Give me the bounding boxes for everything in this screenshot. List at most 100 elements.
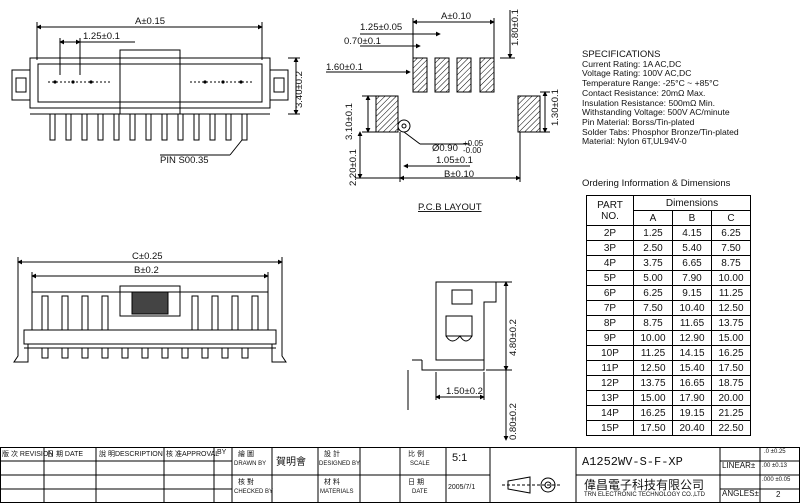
side-dim-080: 0.80±0.2 [508, 403, 519, 440]
front-dim-c: C±0.25 [132, 251, 163, 262]
dimension-cell: 10.00 [633, 330, 673, 346]
part-cell: 13P [586, 390, 634, 406]
dimension-cell: 6.25 [633, 285, 673, 301]
tb-company-cn: 偉昌電子科技有限公司 [584, 478, 705, 492]
pcb-dim-hole: Ø0.90 [432, 143, 458, 154]
dimension-cell: 12.50 [633, 360, 673, 376]
pcb-dim-b: B±0.10 [444, 169, 474, 180]
specifications-block: SPECIFICATIONS Current Rating: 1A AC,DC … [582, 50, 739, 147]
top-view [11, 22, 300, 156]
spec-line: Temperature Range: -25°C ~ +85°C [582, 78, 719, 89]
dimension-cell: 5.00 [633, 270, 673, 286]
side-dim-150: 1.50±0.2 [446, 386, 483, 397]
dimension-cell: 17.90 [672, 390, 712, 406]
tb-scale-cn: 比 例 [408, 451, 424, 458]
ordering-title: Ordering Information & Dimensions [582, 178, 731, 189]
tb-date-en: DATE [412, 489, 428, 495]
dimension-cell: 3.75 [633, 255, 673, 271]
dimension-cell: 13.75 [711, 315, 751, 331]
top-view-pins [49, 113, 248, 141]
dimension-cell: 14.15 [672, 345, 712, 361]
pcb-layout-title: P.C.B LAYOUT [418, 202, 482, 213]
top-dim-height: 3.40±0.2 [294, 71, 305, 108]
spec-line: Pin Material: Borss/Tin-plated [582, 116, 695, 127]
dimension-cell: 16.25 [633, 405, 673, 421]
tb-tol-angle: 2 [776, 490, 781, 499]
pin-label: PIN S00.35 [160, 155, 209, 166]
pcb-dim-310: 3.10±0.1 [344, 103, 355, 140]
dimension-cell: 17.50 [711, 360, 751, 376]
tb-scale-en: SCALE [410, 461, 430, 467]
tb-tol-1: .0 ±0.25 [764, 449, 786, 455]
pcb-dim-125: 1.25±0.05 [360, 22, 402, 33]
dimension-cell: 1.25 [633, 225, 673, 241]
tb-materials-en: MATERIALS [320, 489, 354, 495]
dimension-cell: 6.65 [672, 255, 712, 271]
spec-line: Contact Resistance: 20mΩ Max. [582, 87, 706, 98]
col-b: B [672, 210, 712, 226]
tb-designed-en: DESIGNED BY [319, 461, 361, 467]
dimension-cell: 8.75 [711, 255, 751, 271]
spec-line: Material: Nylon 6T,UL94V-0 [582, 136, 687, 147]
col-dimensions: Dimensions [633, 195, 751, 211]
part-cell: 8P [586, 315, 634, 331]
front-view [13, 257, 287, 363]
pcb-dim-a: A±0.10 [441, 11, 471, 22]
pcb-dim-130: 1.30±0.1 [550, 89, 561, 126]
part-cell: 11P [586, 360, 634, 376]
tb-checked-en: CHECKED BY [234, 489, 274, 495]
part-cell: 15P [586, 420, 634, 436]
dimension-cell: 17.50 [633, 420, 673, 436]
spec-line: Withstanding Voltage: 500V AC/minute [582, 107, 730, 118]
dimension-cell: 18.75 [711, 375, 751, 391]
side-view [407, 281, 512, 441]
pcb-hole-tol-minus: -0.00 [463, 146, 482, 155]
tb-part-number: A1252WV-S-F-XP [582, 455, 683, 469]
dimension-cell: 7.50 [711, 240, 751, 256]
dimension-cell: 12.50 [711, 300, 751, 316]
pcb-dim-220: 2.20±0.1 [348, 149, 359, 186]
dimension-cell: 22.50 [711, 420, 751, 436]
part-cell: 3P [586, 240, 634, 256]
tb-company-en: TRN ELECTRONIC TECHNOLOGY CO.,LTD [584, 492, 706, 498]
part-cell: 6P [586, 285, 634, 301]
tb-date-cn: 日 期 [408, 479, 424, 486]
dimension-cell: 6.25 [711, 225, 751, 241]
tb-tol-3: .000 ±0.05 [762, 477, 791, 483]
tb-revision: 版 次 REVISION [2, 451, 54, 458]
pcb-dim-070: 0.70±0.1 [344, 36, 381, 47]
dimension-cell: 10.00 [711, 270, 751, 286]
part-cell: 2P [586, 225, 634, 241]
tb-angles-label: ANGLES± [722, 489, 759, 498]
dimension-cell: 11.25 [633, 345, 673, 361]
col-part-no: PART NO. [586, 195, 634, 226]
dimension-cell: 9.15 [672, 285, 712, 301]
col-a: A [633, 210, 673, 226]
dimension-cell: 2.50 [633, 240, 673, 256]
dimension-cell: 12.90 [672, 330, 712, 346]
part-cell: 7P [586, 300, 634, 316]
tb-by: BY [217, 449, 227, 456]
tb-date-value: 2005/7/1 [448, 484, 476, 491]
dimension-cell: 19.15 [672, 405, 712, 421]
pcb-hole-tol-plus: +0.05 [463, 139, 484, 148]
dimension-cell: 15.40 [672, 360, 712, 376]
top-dim-pitch: 1.25±0.1 [83, 31, 120, 42]
tb-drawn-name: 賀明會 [276, 457, 306, 468]
dimension-cell: 20.40 [672, 420, 712, 436]
dimension-cell: 5.40 [672, 240, 712, 256]
spec-line: Insulation Resistance: 500mΩ Min. [582, 97, 716, 108]
dimension-cell: 21.25 [711, 405, 751, 421]
dimension-cell: 15.00 [633, 390, 673, 406]
part-cell: 9P [586, 330, 634, 346]
